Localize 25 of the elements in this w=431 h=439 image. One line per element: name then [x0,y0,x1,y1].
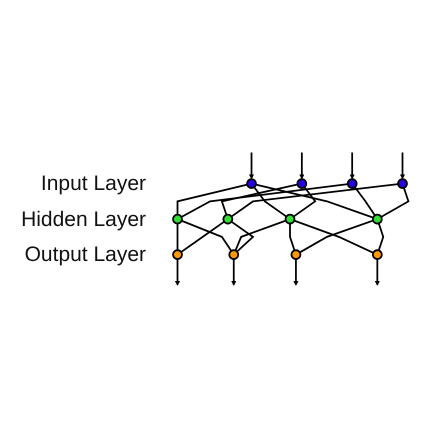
connector [354,187,376,216]
connector [176,184,248,216]
connector [180,184,348,218]
arrow [248,152,254,180]
layer-label: Input Layer [40,172,146,196]
layer-label: Output Layer [24,243,146,268]
arrow [374,259,380,286]
arrow [350,152,355,180]
connector [253,187,287,218]
connector [378,223,384,252]
connector [176,224,178,251]
arrow [293,259,299,286]
connector [180,221,225,254]
connector [289,224,296,252]
arrow [231,259,236,286]
connector [256,184,374,219]
connector [181,220,232,252]
arrow [400,152,406,180]
connector [220,184,298,216]
arrow [299,152,304,180]
connector [380,188,410,218]
layer-label: Hidden Layer [21,208,146,232]
connector [234,220,286,252]
arrow [174,259,180,286]
connector [230,184,398,218]
